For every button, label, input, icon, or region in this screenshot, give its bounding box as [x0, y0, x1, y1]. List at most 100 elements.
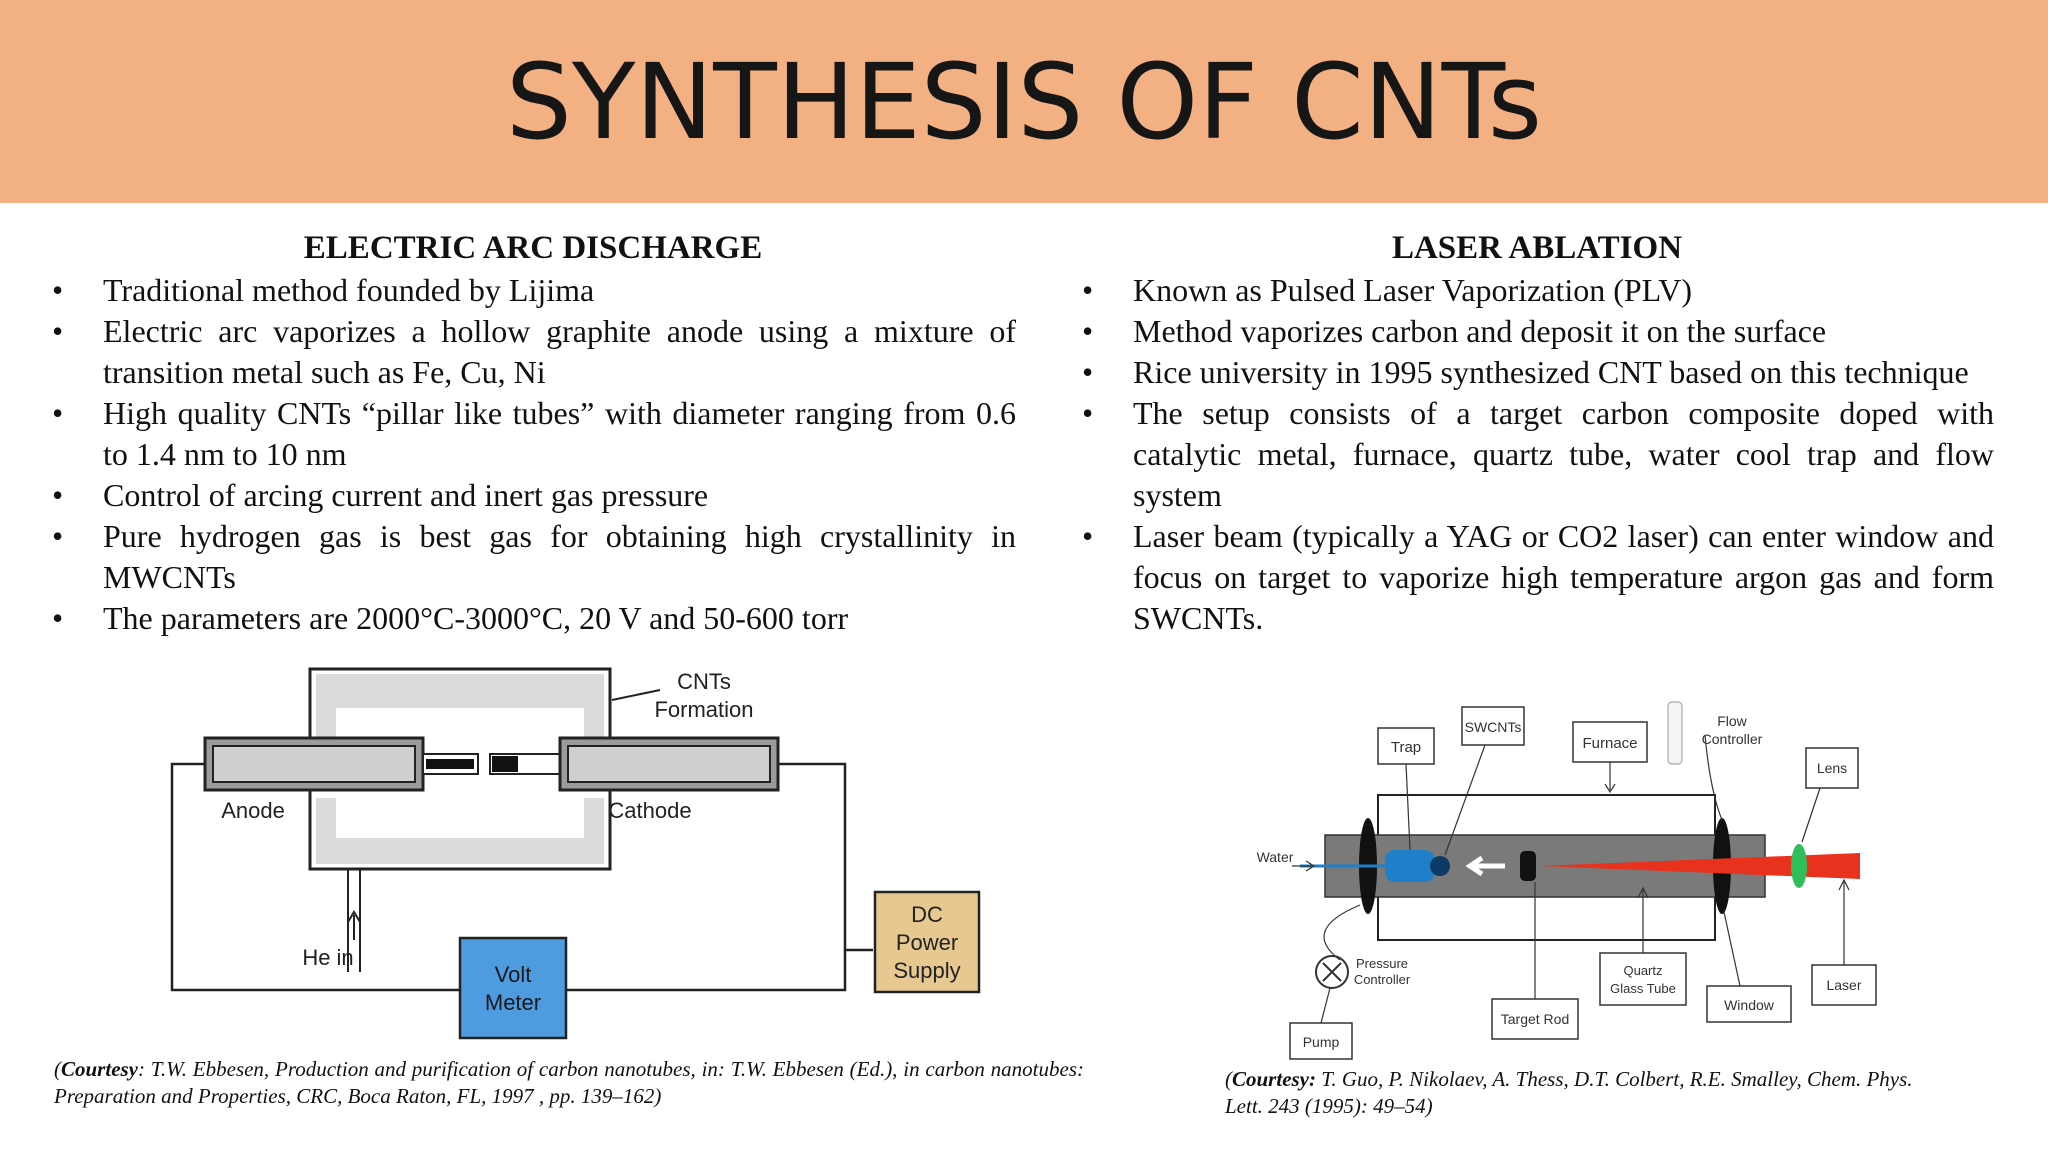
- laser-ablation-column: LASER ABLATION • Known as Pulsed Laser Va…: [1080, 228, 1994, 639]
- bullet-text: The setup consists of a target carbon co…: [1133, 395, 1994, 513]
- bullet-text: High quality CNTs “pillar like tubes” wi…: [103, 395, 1016, 472]
- furnace-callout: Furnace: [1572, 721, 1648, 794]
- laser-beam: [1540, 853, 1860, 879]
- bullet-text: Known as Pulsed Laser Vaporization (PLV): [1133, 272, 1693, 308]
- quartz-arrow-icon: [1637, 886, 1649, 953]
- lens-element: [1791, 844, 1807, 888]
- window-pointer: [1723, 911, 1741, 987]
- laser-ablation-list: • Known as Pulsed Laser Vaporization (PLV…: [1080, 270, 1994, 639]
- bullet-icon: •: [52, 518, 64, 554]
- trap-pointer: [1405, 763, 1411, 851]
- flow-label-1: Flow: [1717, 713, 1747, 729]
- dc-power-supply: [873, 890, 981, 994]
- trap-label: Trap: [1391, 739, 1421, 756]
- laser-label: Laser: [1826, 977, 1861, 993]
- title-bar: SYNTHESIS OF CNTs: [0, 0, 2048, 203]
- gas-cylinder: [1667, 701, 1683, 765]
- dc-label-3: Supply: [893, 958, 960, 983]
- water-arrow-icon: [1292, 860, 1316, 872]
- anode-rod: [212, 745, 416, 783]
- pressure-pointer: [1323, 904, 1361, 961]
- courtesy-label: Courtesy:: [1232, 1067, 1316, 1091]
- bullet-icon: •: [52, 600, 64, 636]
- flow-label-2: Controller: [1702, 731, 1763, 747]
- wire-right: [778, 762, 873, 952]
- volt-meter-label-2: Meter: [485, 990, 541, 1015]
- furnace-label-box: [1572, 721, 1648, 763]
- bullet-text: Traditional method founded by Lijima: [103, 272, 595, 308]
- courtesy-label: Courtesy: [61, 1057, 139, 1081]
- wire-left: [170, 762, 460, 992]
- laser-callout: Laser: [1811, 878, 1877, 1006]
- bullet-text: The parameters are 2000°C-3000°C, 20 V a…: [103, 600, 849, 636]
- pump-pointer: [1320, 987, 1331, 1024]
- laser-arrow-icon: [1838, 878, 1850, 965]
- bullet-text: Rice university in 1995 synthesized CNT …: [1133, 354, 1969, 390]
- volt-meter-label-1: Volt: [495, 962, 532, 987]
- bullet-icon: •: [1082, 354, 1094, 390]
- dc-label-2: Power: [896, 930, 958, 955]
- bullet-icon: •: [1082, 313, 1094, 349]
- list-item: • Electric arc vaporizes a hollow graphit…: [50, 311, 1016, 393]
- bullet-text: Pure hydrogen gas is best gas for obtain…: [103, 518, 1016, 595]
- lens-pointer: [1801, 787, 1821, 843]
- soot-bottom: [316, 838, 604, 864]
- bullet-text: Control of arcing current and inert gas …: [103, 477, 709, 513]
- right-citation: (Courtesy: T. Guo, P. Nikolaev, A. Thess…: [1225, 1067, 1913, 1118]
- target-rod-head: [1520, 851, 1536, 881]
- pressure-label-2: Controller: [1354, 972, 1411, 987]
- quartz-label-1: Quartz: [1623, 963, 1662, 978]
- swcnts-pointer: [1444, 744, 1486, 856]
- arc-discharge-heading: ELECTRIC ARC DISCHARGE: [303, 230, 763, 266]
- he-arrow-icon: [347, 910, 361, 940]
- cnts-label-1: CNTs: [677, 669, 731, 694]
- trap-callout: Trap: [1377, 727, 1435, 851]
- flow-arrow-icon: [1465, 855, 1505, 877]
- swcnts-callout: SWCNTs: [1444, 706, 1525, 856]
- target-rod-callout: Target Rod: [1491, 882, 1579, 1040]
- furnace-arrow-icon: [1604, 762, 1616, 794]
- flow-pointer: [1704, 734, 1723, 821]
- anode-tip-core: [426, 759, 474, 769]
- gauge-cross-icon: [1322, 962, 1342, 982]
- dc-label-1: DC: [911, 902, 943, 927]
- list-item: •Laser beam (typically a YAG or CO2 lase…: [1080, 516, 1994, 639]
- bullet-icon: •: [1082, 395, 1094, 431]
- list-item: • Traditional method founded by Lijima: [50, 270, 1016, 311]
- cnts-pointer: [611, 689, 661, 701]
- volt-meter: [458, 936, 568, 1040]
- flow-controller-callout: Flow Controller: [1667, 701, 1763, 821]
- arc-discharge-diagram: CNTs Formation Anode Cathode He in Volt …: [170, 667, 981, 1040]
- list-item: •Control of arcing current and inert gas…: [50, 475, 1016, 516]
- soot-left-lower: [316, 798, 336, 838]
- window-box: [1706, 985, 1792, 1023]
- bullet-icon: •: [1082, 272, 1094, 308]
- soot-top: [316, 674, 604, 708]
- bullet-text: Electric arc vaporizes a hollow graphite…: [103, 313, 1016, 390]
- bullet-icon: •: [52, 272, 64, 308]
- pump-callout: Pump: [1289, 987, 1353, 1060]
- window-callout: Window: [1706, 911, 1792, 1023]
- water-callout: Water: [1257, 849, 1316, 872]
- target-rod-label: Target Rod: [1501, 1011, 1569, 1027]
- soot-right-lower: [584, 798, 604, 838]
- pump-label: Pump: [1303, 1034, 1340, 1050]
- arc-discharge-list: • Traditional method founded by Lijima • E…: [50, 270, 1016, 639]
- laser-ablation-heading: LASER ABLATION: [1391, 230, 1683, 266]
- list-item: • The setup consists of a target carbon c…: [1080, 393, 1994, 516]
- soot-right: [584, 708, 604, 738]
- bullet-icon: •: [52, 313, 64, 349]
- swcnts-label: SWCNTs: [1465, 719, 1522, 735]
- bullet-icon: •: [1082, 518, 1094, 554]
- he-in-label: He in: [302, 945, 353, 970]
- list-item: • Pure hydrogen gas is best gas for obtai…: [50, 516, 1016, 598]
- quartz-label-2: Glass Tube: [1610, 981, 1676, 996]
- pressure-label-1: Pressure: [1356, 956, 1408, 971]
- cold-trap-collector: [1385, 850, 1435, 882]
- list-item: • The parameters are 2000°C-3000°C, 20 V …: [50, 598, 1016, 639]
- list-item: • Rice university in 1995 synthesized CNT…: [1080, 352, 1994, 393]
- furnace-label: Furnace: [1582, 735, 1637, 752]
- pressure-controller-callout: Pressure Controller: [1315, 904, 1411, 989]
- laser-ablation-diagram: Trap SWCNTs Furnace Flow Controller Lens…: [1257, 701, 1877, 1060]
- list-item: • Known as Pulsed Laser Vaporization (PLV…: [1080, 270, 1994, 311]
